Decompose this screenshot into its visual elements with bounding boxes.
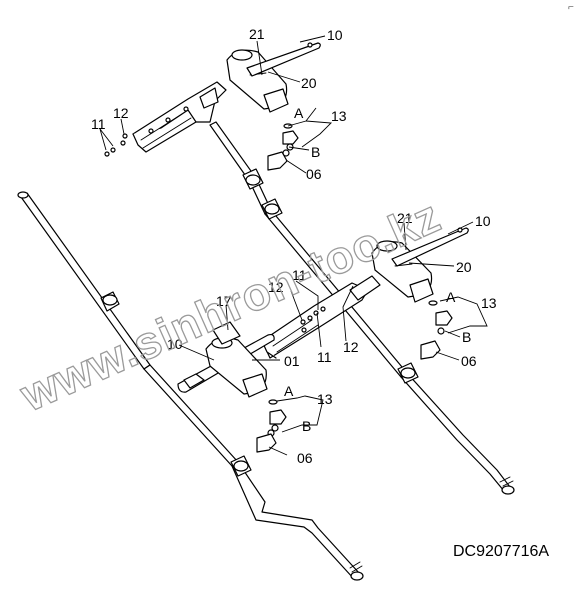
drawing-code: DC9207716A: [453, 543, 549, 560]
callout-20: 20: [301, 75, 317, 91]
left-fittings: [256, 399, 287, 453]
callout-11: 11: [91, 116, 106, 132]
callout-17: 17: [216, 293, 232, 309]
top-solenoid: [226, 42, 321, 113]
callout-12: 12: [113, 105, 129, 121]
callout-13: 13: [481, 295, 497, 311]
right-bracket: [261, 275, 381, 359]
callout-12: 12: [343, 339, 359, 355]
callout-06: 06: [306, 166, 322, 182]
callout-13: 13: [317, 391, 333, 407]
right-solenoid: [371, 227, 469, 303]
callout-a: A: [294, 105, 304, 121]
corner-mark: ⌐: [568, 2, 574, 13]
callout-10: 10: [475, 213, 491, 229]
callout-20: 20: [456, 259, 472, 275]
callout-06: 06: [461, 353, 477, 369]
callout-10: 10: [327, 27, 343, 43]
callout-a: A: [446, 289, 456, 305]
callout-21: 21: [397, 210, 413, 226]
callout-12: 12: [268, 279, 284, 295]
callout-10: 10: [167, 336, 183, 352]
leader-lines: [99, 35, 488, 456]
callout-11: 11: [292, 267, 307, 283]
callout-b: B: [302, 418, 311, 434]
callout-01: 01: [284, 353, 300, 369]
callout-21: 21: [249, 26, 265, 42]
top-bracket: [132, 81, 227, 153]
right-fittings: [420, 300, 453, 360]
callout-b: B: [462, 329, 471, 345]
callout-06: 06: [297, 450, 313, 466]
callout-11: 11: [317, 349, 332, 365]
callout-labels: 21 10 20 A 13 B 06 11 12 21 10 20 11 12 …: [91, 26, 497, 466]
callout-a: A: [284, 383, 294, 399]
top-fittings: [104, 123, 299, 171]
callout-b: B: [311, 144, 320, 160]
callout-13: 13: [331, 108, 347, 124]
left-pipe: [17, 191, 364, 581]
watermark: www.sinhron-too.kz: [12, 189, 448, 421]
left-solenoid: [205, 321, 268, 398]
